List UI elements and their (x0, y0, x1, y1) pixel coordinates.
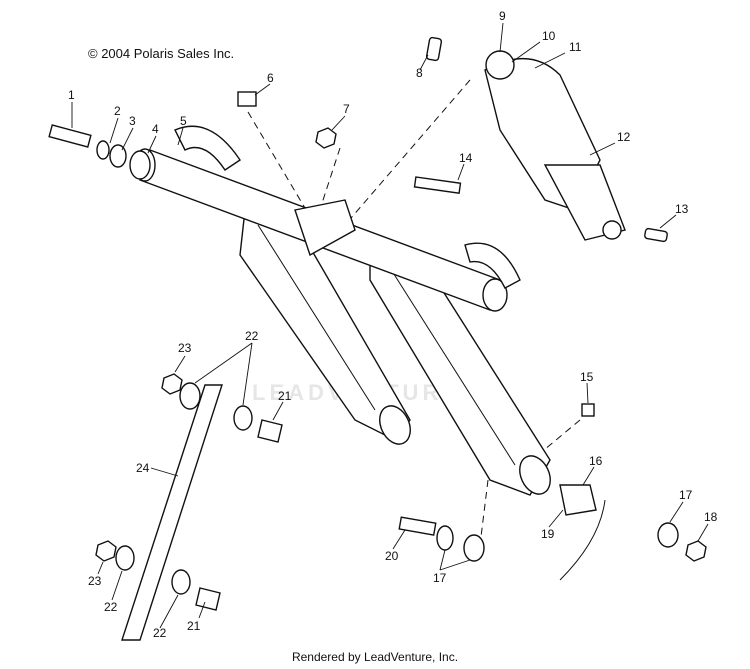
bushing-4 (129, 150, 151, 180)
nut-7 (315, 127, 337, 149)
shock-mount-bracket (294, 199, 356, 257)
callout-21: 21 (278, 389, 292, 403)
bushing-16 (559, 484, 597, 516)
nut-18 (685, 540, 707, 562)
callout-14: 14 (459, 151, 473, 165)
grease-fitting-6 (237, 91, 257, 107)
bolt-21-top (257, 419, 283, 443)
seal-19 (559, 499, 606, 581)
bolt-14 (413, 176, 462, 194)
left-swing-arm (239, 209, 411, 445)
callout-17: 17 (433, 571, 447, 585)
bolt-20 (398, 516, 437, 536)
callout-13: 13 (675, 202, 689, 216)
callout-1: 1 (68, 88, 75, 102)
callout-18: 18 (704, 510, 718, 524)
callout-6: 6 (267, 71, 274, 85)
copyright-notice: © 2004 Polaris Sales Inc. (88, 46, 235, 61)
callout-22: 22 (245, 329, 259, 343)
washer-3 (109, 144, 127, 168)
callout-3: 3 (129, 114, 136, 128)
assembly-line-7 (309, 147, 341, 241)
grease-fitting-15 (581, 403, 595, 417)
callout-12: 12 (617, 130, 631, 144)
nut-23-top (161, 373, 183, 395)
assembly-line-17 (479, 479, 489, 546)
callout-4: 4 (152, 122, 159, 136)
pin-8 (425, 36, 443, 62)
callout-9: 9 (499, 9, 506, 23)
assembly-line-shock-top (344, 79, 471, 226)
leader-lines (71, 22, 709, 629)
callout-16: 16 (589, 454, 603, 468)
callout-8: 8 (416, 66, 423, 80)
callout-19: 19 (541, 527, 555, 541)
callout-22: 22 (104, 600, 118, 614)
washer-17-right (657, 522, 679, 548)
bolt-21-bottom (195, 587, 221, 611)
washer-22-d (171, 569, 191, 595)
callout-23: 23 (88, 574, 102, 588)
washer-22-c (115, 545, 135, 571)
footer-credit: Rendered by LeadVenture, Inc. (291, 650, 459, 664)
callout-20: 20 (385, 549, 399, 563)
tube-clamp-right (464, 242, 521, 289)
callout-15: 15 (580, 370, 594, 384)
callout-5: 5 (180, 114, 187, 128)
callout-17: 17 (679, 488, 693, 502)
nut-23-bottom (95, 540, 117, 562)
callout-2: 2 (114, 104, 121, 118)
callout-21: 21 (187, 619, 201, 633)
bolt-1 (48, 124, 92, 148)
pin-13 (644, 227, 668, 243)
tube-clamp-5 (174, 125, 241, 171)
callout-7: 7 (343, 102, 350, 116)
washer-22-b (233, 405, 253, 431)
washer-22-a (179, 382, 201, 410)
washer-17-b (463, 534, 485, 562)
callout-labels: 1 2 3 4 5 6 7 8 9 10 11 12 13 14 15 16 1… (68, 9, 718, 640)
callout-23: 23 (178, 341, 192, 355)
washer-2 (96, 140, 110, 160)
callout-24: 24 (136, 461, 150, 475)
shock-absorber (484, 50, 626, 241)
limiter-strap-24 (121, 384, 223, 641)
callout-22: 22 (153, 626, 167, 640)
callout-10: 10 (542, 29, 556, 43)
callout-11: 11 (569, 40, 582, 54)
washer-17-a (436, 525, 454, 551)
